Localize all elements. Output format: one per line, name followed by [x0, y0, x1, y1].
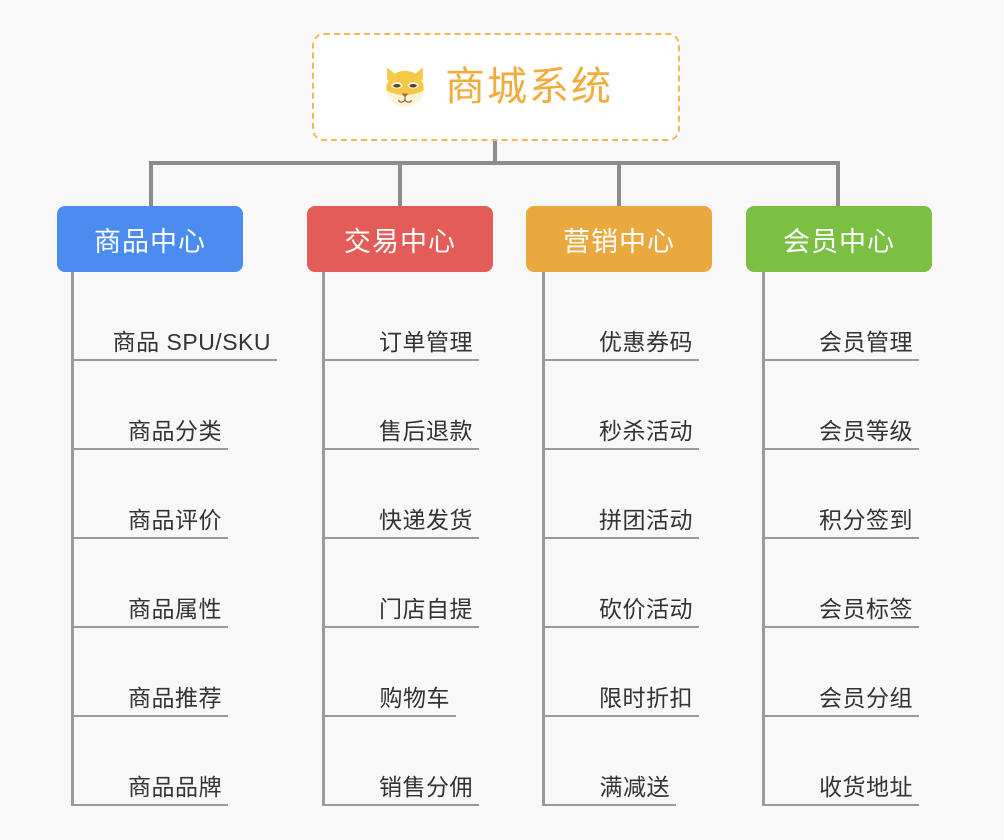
- root-node-shop-system[interactable]: 商城系统: [312, 33, 680, 141]
- leaf-item-3-4[interactable]: 砍价活动: [542, 539, 699, 628]
- leaf-label-4-1: 会员管理: [819, 328, 913, 355]
- connector-horizontal-bus: [149, 161, 839, 165]
- leaf-label-4-6: 收货地址: [819, 773, 913, 800]
- shiba-dog-icon: [386, 67, 424, 107]
- leaf-label-4-5: 会员分组: [819, 684, 913, 711]
- connector-drop-2: [398, 161, 402, 206]
- leaf-label-2-2: 售后退款: [379, 417, 473, 444]
- leaf-item-1-3[interactable]: 商品评价: [71, 450, 228, 539]
- leaf-label-3-3: 拼团活动: [599, 506, 693, 533]
- leaf-item-4-5[interactable]: 会员分组: [762, 628, 919, 717]
- leaf-item-2-3[interactable]: 快递发货: [322, 450, 479, 539]
- leaf-item-3-6[interactable]: 满减送: [542, 717, 676, 806]
- connector-drop-1: [149, 161, 153, 206]
- leaf-item-4-4[interactable]: 会员标签: [762, 539, 919, 628]
- leaf-item-3-2[interactable]: 秒杀活动: [542, 361, 699, 450]
- leaf-label-2-5: 购物车: [379, 684, 450, 711]
- leaf-item-3-5[interactable]: 限时折扣: [542, 628, 699, 717]
- category-box-1[interactable]: 商品中心: [57, 206, 243, 272]
- leaf-label-3-2: 秒杀活动: [599, 417, 693, 444]
- leaf-label-2-1: 订单管理: [379, 328, 473, 355]
- leaf-label-4-4: 会员标签: [819, 595, 913, 622]
- leaf-item-4-2[interactable]: 会员等级: [762, 361, 919, 450]
- leaf-label-1-5: 商品推荐: [128, 684, 222, 711]
- leaf-spine-3: [542, 272, 545, 806]
- leaf-item-1-1[interactable]: 商品 SPU/SKU: [71, 272, 277, 361]
- connector-root-stem: [493, 141, 497, 164]
- leaf-label-3-6: 满减送: [599, 773, 670, 800]
- leaf-item-1-2[interactable]: 商品分类: [71, 361, 228, 450]
- leaf-spine-4: [762, 272, 765, 806]
- leaf-item-1-4[interactable]: 商品属性: [71, 539, 228, 628]
- leaf-label-1-3: 商品评价: [128, 506, 222, 533]
- category-box-2[interactable]: 交易中心: [307, 206, 493, 272]
- leaf-item-2-2[interactable]: 售后退款: [322, 361, 479, 450]
- leaf-item-4-6[interactable]: 收货地址: [762, 717, 919, 806]
- leaf-item-3-1[interactable]: 优惠券码: [542, 272, 699, 361]
- leaf-label-3-1: 优惠券码: [599, 328, 693, 355]
- leaf-label-1-4: 商品属性: [128, 595, 222, 622]
- leaf-label-2-3: 快递发货: [379, 506, 473, 533]
- leaf-item-4-3[interactable]: 积分签到: [762, 450, 919, 539]
- category-label-1: 商品中心: [94, 226, 206, 257]
- leaf-label-1-1: 商品 SPU/SKU: [112, 328, 271, 355]
- leaf-label-4-3: 积分签到: [819, 506, 913, 533]
- category-box-3[interactable]: 营销中心: [526, 206, 712, 272]
- leaf-label-4-2: 会员等级: [819, 417, 913, 444]
- connector-drop-4: [836, 161, 840, 206]
- leaf-label-2-4: 门店自提: [379, 595, 473, 622]
- leaf-spine-2: [322, 272, 325, 806]
- category-label-3: 营销中心: [563, 226, 675, 257]
- root-node-title: 商城系统: [445, 65, 613, 109]
- leaf-item-2-6[interactable]: 销售分佣: [322, 717, 479, 806]
- leaf-item-2-1[interactable]: 订单管理: [322, 272, 479, 361]
- category-label-4: 会员中心: [783, 226, 895, 257]
- leaf-item-4-1[interactable]: 会员管理: [762, 272, 919, 361]
- leaf-label-3-5: 限时折扣: [599, 684, 693, 711]
- leaf-label-1-2: 商品分类: [128, 417, 222, 444]
- leaf-item-1-5[interactable]: 商品推荐: [71, 628, 228, 717]
- leaf-label-3-4: 砍价活动: [599, 595, 693, 622]
- leaf-item-2-4[interactable]: 门店自提: [322, 539, 479, 628]
- connector-drop-3: [617, 161, 621, 206]
- leaf-label-1-6: 商品品牌: [128, 773, 222, 800]
- leaf-item-2-5[interactable]: 购物车: [322, 628, 456, 717]
- leaf-spine-1: [71, 272, 74, 806]
- leaf-label-2-6: 销售分佣: [379, 773, 473, 800]
- leaf-item-3-3[interactable]: 拼团活动: [542, 450, 699, 539]
- category-box-4[interactable]: 会员中心: [746, 206, 932, 272]
- leaf-item-1-6[interactable]: 商品品牌: [71, 717, 228, 806]
- category-label-2: 交易中心: [344, 226, 456, 257]
